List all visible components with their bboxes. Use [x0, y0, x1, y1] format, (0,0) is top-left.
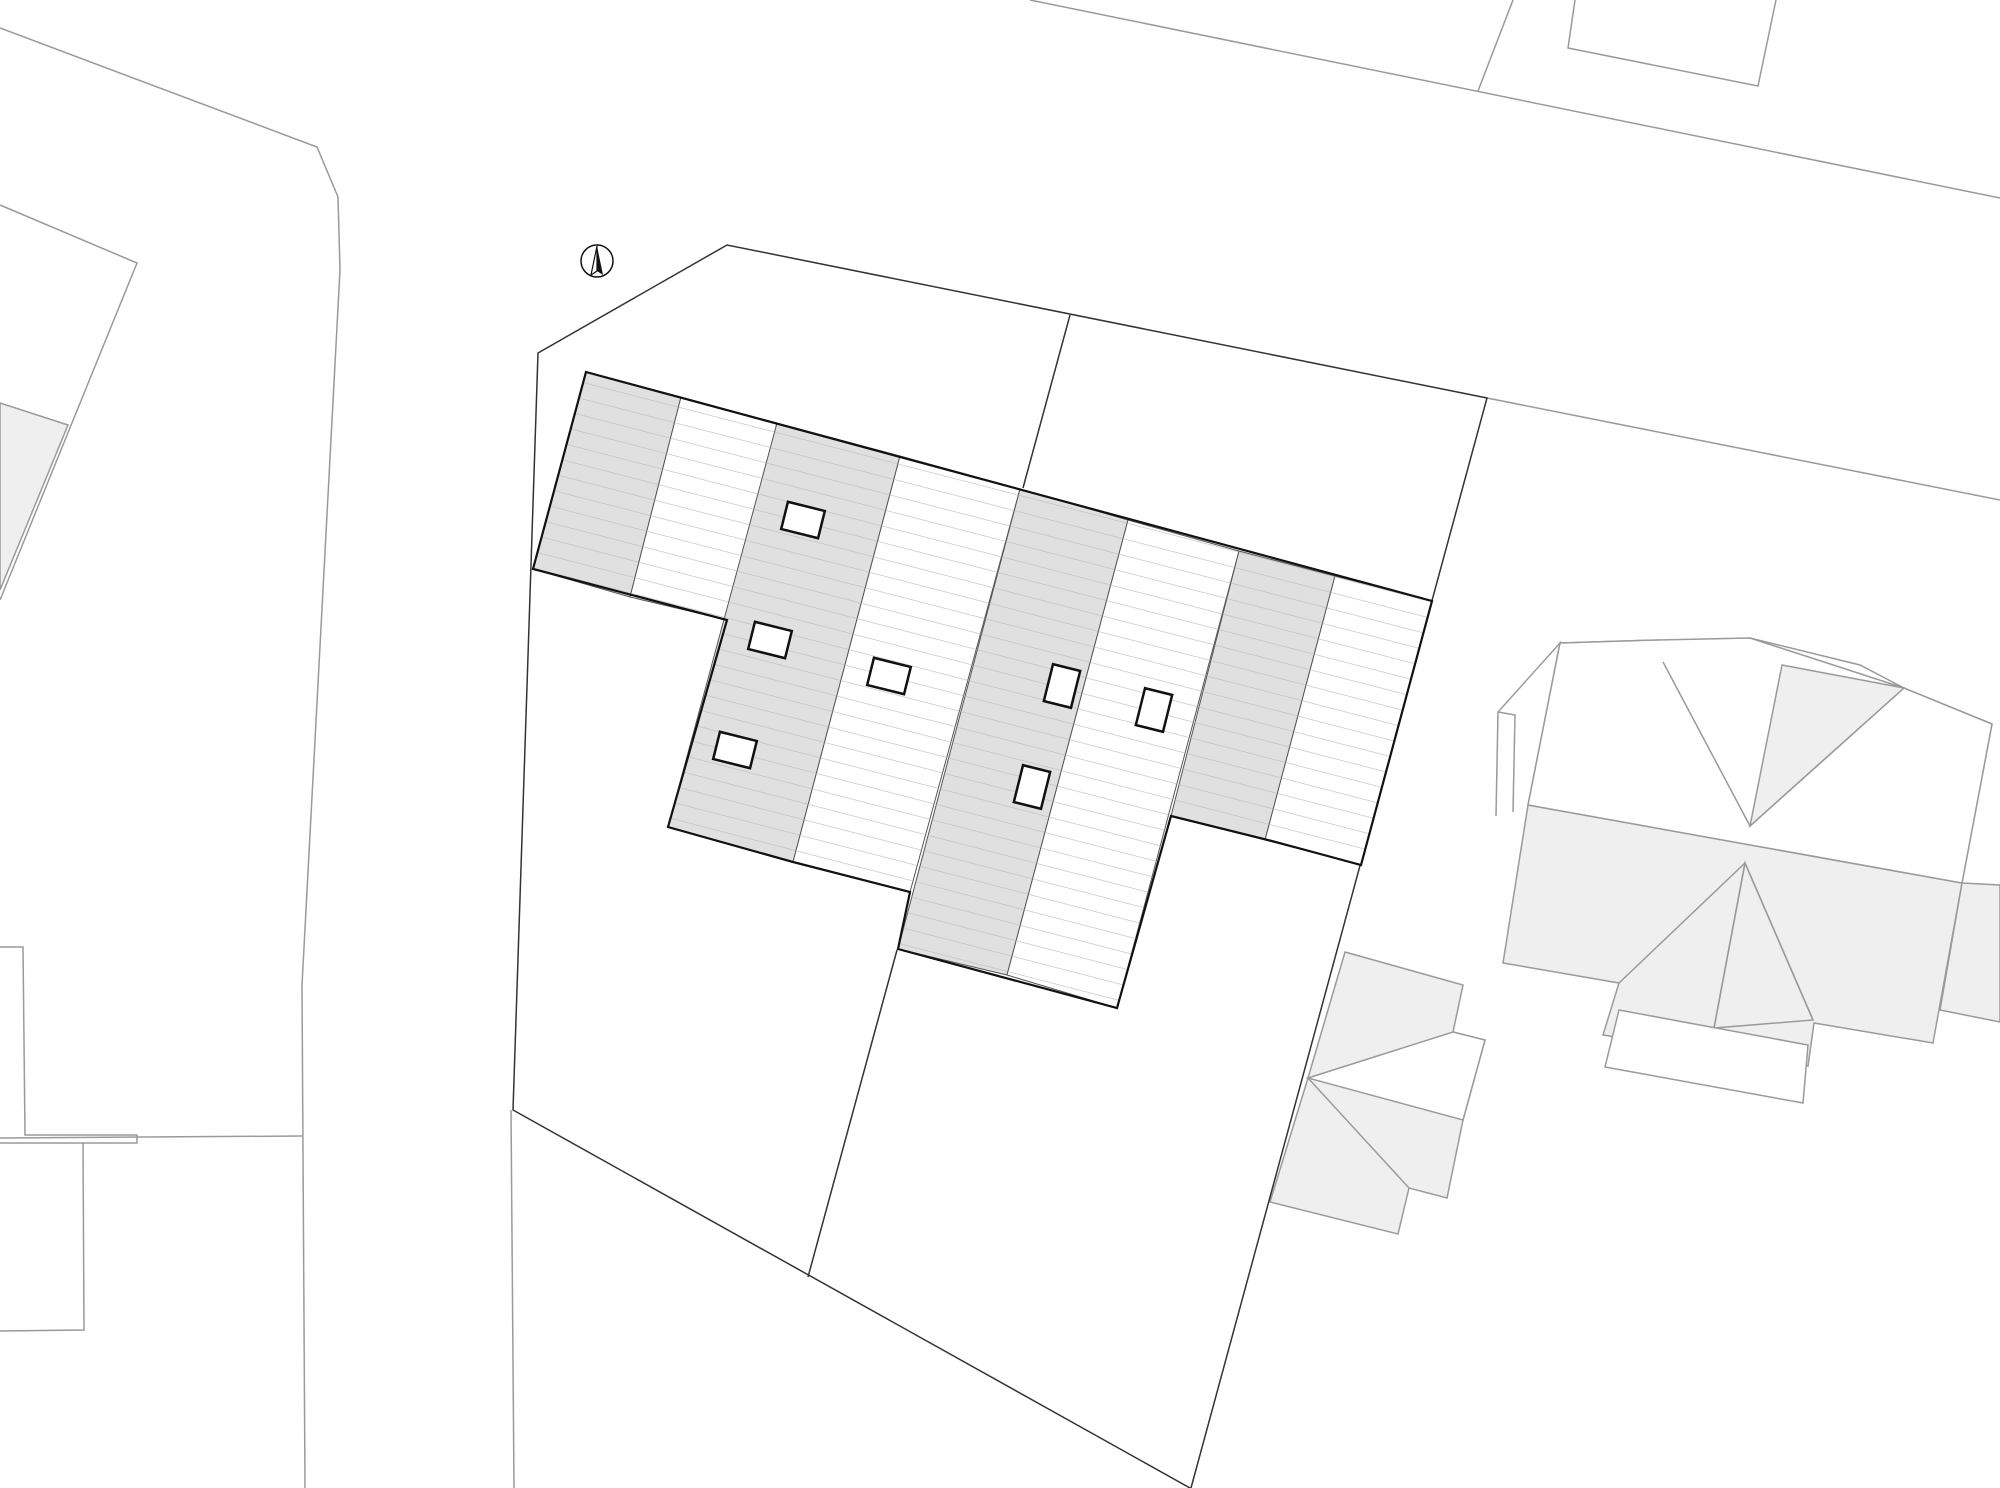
street-edge-north: [1029, 0, 2000, 199]
plot-boundary-east: [1486, 397, 2000, 501]
neighbour-building-west: [0, 402, 70, 591]
roof-strip-hatch-6: [1007, 520, 1239, 1008]
roof-outline-polygon: [531, 370, 1434, 1010]
skylight-4: [865, 656, 913, 696]
skylight-5: [1042, 662, 1082, 710]
skylight-7: [1134, 686, 1174, 734]
skylight-6: [1012, 763, 1052, 811]
skylight-3: [711, 730, 759, 770]
neighbour-building-east-valley: [1713, 862, 1746, 1029]
skylight-2: [746, 620, 794, 660]
neighbour-building-east-hip: [1662, 661, 1905, 828]
neighbour-plot-north: [1477, 0, 1514, 92]
neighbour-plot-southwest-3: [0, 1142, 85, 1332]
plot-division-south: [807, 949, 898, 1278]
roof-outline: [531, 370, 1434, 1010]
skylights: [711, 500, 1174, 811]
street-edge-west: [0, 27, 341, 1488]
neighbour-building-east-annex: [1939, 882, 2000, 1023]
neighbour-building-east-step: [1497, 711, 1516, 813]
neighbour-building-southeast-hip: [1307, 1077, 1410, 1189]
roof-strip-hatch-7: [1171, 551, 1335, 840]
roof-strip-hatch-5: [898, 489, 1128, 975]
plot-outline: [512, 244, 1488, 1488]
neighbour-plot-west: [0, 204, 138, 601]
neighbour-building-north: [1567, 0, 1777, 87]
neighbour-plot-southwest-2: [0, 1135, 303, 1139]
neighbour-building-southeast-ridge: [1305, 1031, 1486, 1121]
neighbour-plot-southwest: [0, 946, 138, 1144]
plot-boundary-southwest: [510, 1109, 515, 1488]
site-plot: [512, 244, 1488, 1488]
roof-strip-hatch-8: [1265, 576, 1432, 865]
plot-division-north: [1022, 314, 1071, 489]
north-arrow-icon: [580, 244, 614, 278]
skylight-1: [779, 500, 827, 540]
neighbour-building-east-porch: [1604, 1009, 1809, 1104]
roof-plan: [532, 371, 1433, 1009]
